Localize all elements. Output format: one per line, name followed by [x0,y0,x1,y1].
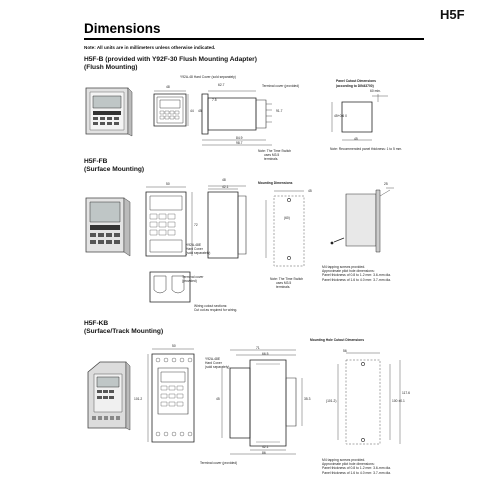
note-fb-line: Approximate pilot hole dimensions: [322,269,375,274]
product-photo-b [84,86,134,140]
note-fb-switch-1: Note: The Time Switch [270,277,304,281]
side-mounting-fb [330,186,396,260]
dim-kb-45: 45 [216,397,220,401]
page-title: Dimensions [84,21,161,36]
label-b-hard-cover: Y92A-48 Hard Cover (sold separately) [180,75,236,79]
dim-b-987: 98.7 [236,141,243,145]
side-view-fb [204,184,254,278]
section-kb-heading: H5F-KB (Surface/Track Mounting) [84,320,163,335]
dim-b-75: 7.5 [212,98,217,102]
label-b-panel-cutout-2: (according to DIN43700) [336,84,374,88]
label-fb-terminal-cover-2: (provided) [182,279,197,283]
dim-kb-71: 71 [256,346,260,350]
dim-fb-45: 45 [308,189,312,193]
dim-kb-100: 100 ±0.1 [392,399,405,403]
label-fb-hard-cover-1: Y92A-48E [186,243,202,247]
section-fb-heading: H5F-FB (Surface Mounting) [84,158,144,173]
product-photo-kb [86,358,132,432]
label-kb-terminal-cover: Terminal cover (provided) [200,461,238,465]
section-kb-heading-line2: (Surface/Track Mounting) [84,327,164,335]
dim-b-44: 44 [190,109,194,113]
note-fb-switch-3: terminals. [276,285,291,289]
page-code: H5F [440,7,465,22]
title-rule [84,38,424,40]
dim-b-917: 91.7 [276,109,283,113]
note-b-panel: Note: Recommended panel thickness: 1 to … [330,147,403,151]
dim-fb-72: 72 [194,223,198,227]
dim-kb-75: (101.2) [326,399,337,403]
dim-b-cut60: 60 min. [370,89,381,93]
front-view-b [150,90,190,132]
dim-b-627: 62.7 [218,83,225,87]
label-kb-hard-cover-3: (sold separately) [205,365,230,369]
note-kb-line: M4 tapping screws provided. [322,458,366,462]
label-kb-hard-cover-1: Y92A-48E [205,357,221,361]
section-b-heading: H5F-B (provided with Y92F-30 Flush Mount… [84,56,257,71]
dim-kb-665: 66.5 [262,352,269,356]
product-photo-fb [84,196,132,258]
side-view-b [200,86,280,148]
note-kb-line: Approximate pilot hole dimensions: [322,462,375,467]
note-fb-line: Panel thickness of 0.8 to 1.2 mm: 3.6-mm… [322,273,391,278]
note-b-switch-3: terminals. [264,157,279,161]
front-view-fb [140,184,198,272]
dim-kb-50: 50 [172,344,176,348]
bottom-view-fb [148,270,196,306]
mounting-hole-kb [330,350,416,454]
label-fb-wiring-2: Cut out as required for wiring. [194,308,238,312]
side-view-kb [204,346,308,456]
label-fb-hard-cover-3: (sold separately) [186,251,211,255]
dim-b-48: 48 [166,85,170,89]
note-kb-line: Panel thickness of 1.6 to 4.0 mm: 3.7-mm… [322,470,391,475]
dim-fb-48: 48 [222,178,226,182]
mounting-dims-fb [262,188,324,274]
notes-fb: M4 tapping screws provided. Approximate … [322,265,391,282]
dim-b-458: 45 [198,109,202,113]
dim-kb-117: 117.6 [402,391,411,395]
section-fb-heading-line1: H5F-FB [84,158,108,165]
section-b-heading-line2: (Flush Mounting) [84,63,138,71]
notes-kb: M4 tapping screws provided. Approximate … [322,458,391,475]
dim-kb-102: 101.2 [134,397,143,401]
section-b-heading-line1: H5F-B (provided with Y92F-30 Flush Mount… [84,56,257,63]
label-fb-wiring-1: Wiring cutout sections: [194,304,228,308]
label-kb-hard-cover-2: Hard Cover [205,361,222,365]
page-note: Note: All units are in millimeters unles… [84,45,216,50]
dim-kb-353: 35.3 [304,397,311,401]
dim-fb-60: (60) [284,216,290,220]
section-kb-heading-line1: H5F-KB [84,320,109,327]
label-kb-mounting-hole: Mounting Hole Cutout Dimensions [310,338,365,342]
note-fb-line: Panel thickness of 1.6 to 4.0 mm: 3.7-mm… [322,277,391,282]
label-fb-hard-cover-2: Hard Cover [186,247,203,251]
dim-b-w45: 45 [354,137,358,141]
panel-cutout-b [330,92,390,148]
label-b-terminal-cover: Terminal cover (provided) [262,84,300,88]
dim-b-849: 84.9 [236,136,243,140]
section-fb-heading-line2: (Surface Mounting) [84,165,145,173]
dim-kb-86: 86 [262,451,266,455]
dim-fb-421: 42.1 [222,185,229,189]
label-fb-mounting-dims: Mounting Dimensions [258,181,293,185]
label-fb-terminal-cover-1: Terminal cover [182,275,204,279]
note-fb-line: M4 tapping screws provided. [322,265,366,269]
note-b-switch-2: uses M3.5 [264,153,280,157]
dim-b-cut45: 45+0.6 0 [334,114,347,118]
note-fb-switch-2: uses M3.5 [276,281,292,285]
dim-fb-25: 25 [384,182,388,186]
dim-kb-42: 42.1 [262,445,269,449]
note-kb-line: Panel thickness of 0.8 to 1.2 mm: 3.6-mm… [322,466,391,471]
label-b-panel-cutout-1: Panel Cutout Dimensions [336,79,376,83]
front-view-kb [146,346,202,450]
dim-fb-50: 50 [166,182,170,186]
dim-kb-56: 56 [343,349,347,353]
note-b-switch-1: Note: The Time Switch [258,149,292,153]
